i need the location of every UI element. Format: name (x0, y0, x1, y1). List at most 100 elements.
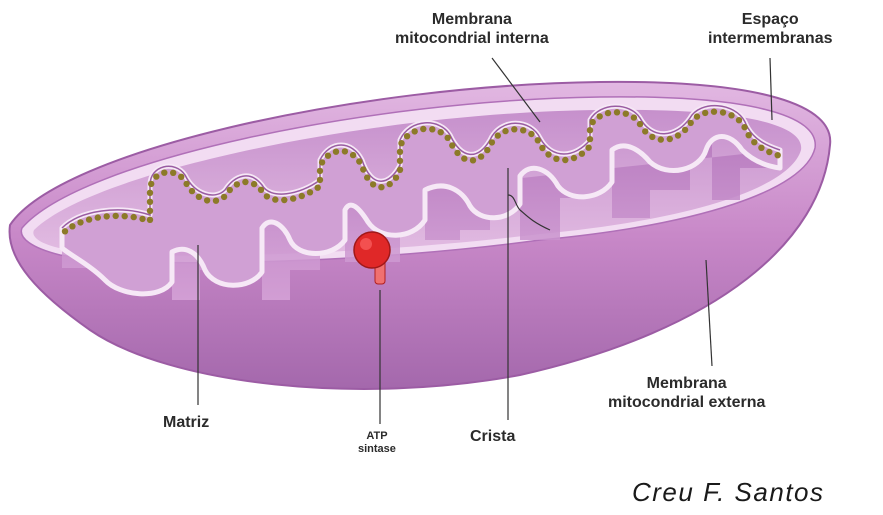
membrane-particle (736, 117, 742, 123)
membrane-particle (242, 179, 248, 185)
membrane-particle (272, 196, 278, 202)
membrane-particle (131, 214, 137, 220)
membrane-particle (251, 181, 257, 187)
membrane-particle (147, 208, 153, 214)
membrane-particle (234, 181, 240, 187)
membrane-particle (397, 167, 403, 173)
membrane-particle (590, 119, 596, 125)
membrane-particle (667, 136, 673, 142)
membrane-particle (404, 133, 410, 139)
membrane-particle (751, 139, 757, 145)
membrane-particle (445, 135, 451, 141)
membrane-particle (775, 152, 781, 158)
membrane-particle (333, 149, 339, 155)
membrane-particle (642, 128, 648, 134)
membrane-particle (587, 127, 593, 133)
membrane-particle (183, 181, 189, 187)
membrane-particle (387, 181, 393, 187)
membrane-particle (397, 149, 403, 155)
membrane-particle (489, 139, 495, 145)
membrane-particle (553, 156, 559, 162)
membrane-particle (539, 145, 545, 151)
membrane-particle (342, 148, 348, 154)
membrane-particle (86, 216, 92, 222)
label-line: Membrana (608, 374, 765, 393)
membrane-particle (299, 193, 305, 199)
label-membrana-mitocondrial-interna: Membrana mitocondrial interna (395, 10, 549, 48)
membrane-particle (454, 150, 460, 156)
membrane-particle (495, 132, 501, 138)
membrane-particle (637, 121, 643, 127)
membrane-particle (370, 181, 376, 187)
membrane-particle (281, 197, 287, 203)
membrane-particle (148, 181, 154, 187)
membrane-particle (562, 157, 568, 163)
membrane-particle (511, 126, 517, 132)
membrane-particle (585, 145, 591, 151)
membrane-particle (213, 198, 219, 204)
membrane-particle (675, 132, 681, 138)
membrane-particle (605, 110, 611, 116)
membrane-particle (741, 124, 747, 130)
author-credit: Creu F. Santos (632, 477, 825, 508)
membrane-particle (571, 155, 577, 161)
membrane-particle (227, 187, 233, 193)
membrane-particle (397, 158, 403, 164)
membrane-particle (95, 214, 101, 220)
membrane-particle (139, 216, 145, 222)
membrane-particle (398, 140, 404, 146)
membrane-particle (317, 177, 323, 183)
membrane-particle (170, 170, 176, 176)
membrane-particle (147, 190, 153, 196)
membrane-particle (720, 109, 726, 115)
membrane-particle (378, 184, 384, 190)
membrane-particle (315, 185, 321, 191)
membrane-particle (364, 174, 370, 180)
membrane-particle (77, 219, 83, 225)
membrane-particle (702, 110, 708, 116)
label-line: mitocondrial interna (395, 29, 549, 48)
membrane-particle (189, 188, 195, 194)
membrane-particle (520, 127, 526, 133)
membrane-particle (356, 158, 362, 164)
membrane-particle (711, 109, 717, 115)
label-membrana-mitocondrial-externa: Membrana mitocondrial externa (608, 374, 765, 412)
label-line: intermembranas (708, 29, 833, 48)
membrane-particle (694, 113, 700, 119)
membrane-particle (161, 170, 167, 176)
label-line: mitocondrial externa (608, 393, 765, 412)
membrane-particle (113, 213, 119, 219)
membrane-particle (449, 142, 455, 148)
membrane-particle (528, 131, 534, 137)
membrane-particle (484, 147, 490, 153)
label-crista: Crista (470, 427, 515, 446)
membrane-particle (62, 228, 68, 234)
membrane-particle (153, 173, 159, 179)
membrane-particle (461, 155, 467, 161)
membrane-particle (682, 127, 688, 133)
membrane-particle (579, 151, 585, 157)
membrane-particle (360, 166, 366, 172)
label-line: Membrana (395, 10, 549, 29)
membrane-particle (658, 136, 664, 142)
label-matriz: Matriz (163, 413, 209, 432)
membrane-particle (196, 194, 202, 200)
membrane-particle (204, 197, 210, 203)
membrane-particle (470, 157, 476, 163)
membrane-particle (264, 193, 270, 199)
membrane-particle (104, 213, 110, 219)
membrane-particle (325, 153, 331, 159)
membrane-particle (758, 145, 764, 151)
membrane-particle (746, 132, 752, 138)
membrane-particle (587, 136, 593, 142)
membrane-particle (147, 217, 153, 223)
membrane-particle (307, 189, 313, 195)
membrane-particle (429, 126, 435, 132)
membrane-particle (478, 153, 484, 159)
membrane-particle (147, 199, 153, 205)
membrane-particle (412, 128, 418, 134)
membrane-particle (623, 111, 629, 117)
membrane-particle (393, 175, 399, 181)
membrane-particle (258, 187, 264, 193)
